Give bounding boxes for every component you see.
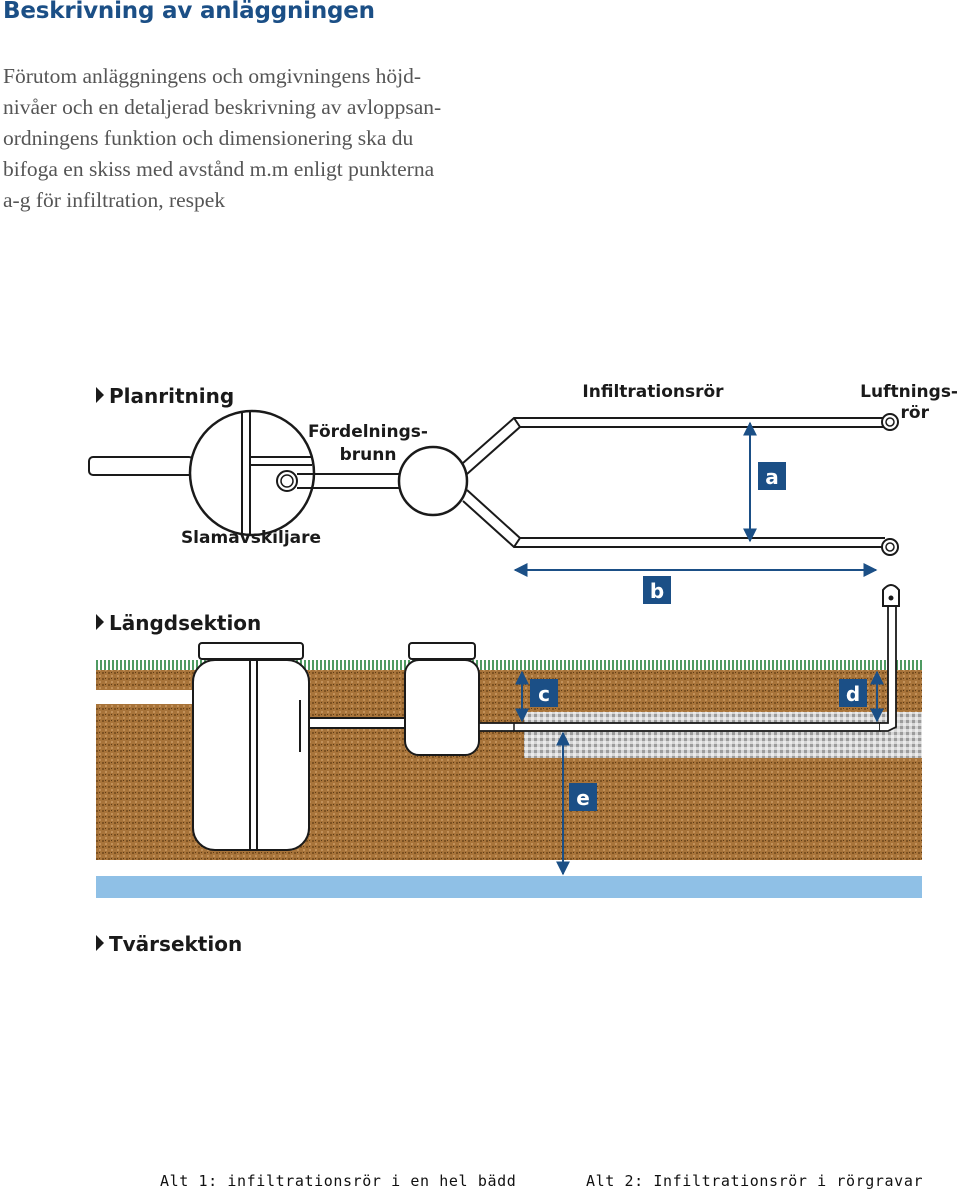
page-title: Beskrivning av anläggningen bbox=[3, 0, 375, 24]
dimension-badge-b: b bbox=[643, 576, 671, 604]
intro-line: ordningens funktion och dimensionering s… bbox=[3, 126, 414, 150]
infiltration-pipe-section bbox=[478, 722, 881, 732]
vent-pipe-top-icon bbox=[881, 413, 899, 431]
section-title-cross: Tvärsektion bbox=[109, 932, 242, 956]
septic-tank-plan bbox=[188, 409, 316, 537]
dimension-badge-c: c bbox=[530, 679, 558, 707]
intro-line: Förutom anläggningens och omgivningens h… bbox=[3, 64, 422, 88]
section-cross: Tvärsektion bbox=[96, 932, 242, 956]
intro-paragraph: Förutom anläggningens och omgivningens h… bbox=[3, 61, 523, 216]
label-distribution-well-2: brunn bbox=[340, 445, 397, 465]
caption-alt-1: Alt 1: infiltrationsrör i en hel bädd bbox=[160, 1172, 517, 1190]
section-arrow-icon bbox=[96, 935, 104, 951]
caption-alt-2: Alt 2: Infiltrationsrör i rörgravar bbox=[586, 1172, 924, 1190]
section-longitudinal: Längdsektion bbox=[96, 584, 922, 898]
dimension-badge-e: e bbox=[569, 783, 597, 811]
section-arrow-icon bbox=[96, 614, 104, 630]
section-arrow-icon bbox=[96, 387, 104, 403]
section-title-plan: Planritning bbox=[109, 384, 234, 408]
label-septic-tank: Slamavskiljare bbox=[181, 528, 321, 548]
grass-layer bbox=[96, 660, 922, 670]
svg-text:e: e bbox=[576, 786, 590, 810]
intro-line: bifoga en skiss med avstånd m.m enligt p… bbox=[3, 157, 435, 181]
vent-pipe-section bbox=[880, 584, 900, 732]
dimension-badge-a: a bbox=[758, 462, 786, 490]
vent-pipe-bottom-icon bbox=[881, 538, 899, 556]
label-vent-pipe-2: rör bbox=[901, 403, 930, 423]
gravel-bed bbox=[524, 712, 922, 758]
distribution-well-section bbox=[404, 642, 480, 756]
svg-text:b: b bbox=[650, 579, 664, 603]
dimension-badge-d: d bbox=[839, 679, 867, 707]
label-vent-pipe: Luftnings- bbox=[860, 382, 958, 402]
section-title-longitudinal: Längdsektion bbox=[109, 611, 261, 635]
distribution-well-plan bbox=[397, 445, 469, 517]
septic-tank-section bbox=[192, 642, 310, 851]
label-distribution-well: Fördelnings- bbox=[308, 422, 428, 442]
intro-line: nivåer och en detaljerad beskrivning av … bbox=[3, 95, 442, 119]
svg-text:a: a bbox=[765, 465, 779, 489]
svg-text:d: d bbox=[846, 682, 860, 706]
section-plan: Planritning bbox=[88, 382, 958, 556]
inlet-pipe bbox=[88, 456, 194, 476]
infiltration-pipes-plan bbox=[462, 417, 885, 548]
label-infiltration-pipe: Infiltrationsrör bbox=[582, 382, 724, 402]
connecting-pipe-section bbox=[309, 717, 407, 729]
intro-line: a-g för infiltration, respek bbox=[3, 188, 226, 212]
groundwater-level bbox=[96, 876, 922, 898]
svg-text:c: c bbox=[538, 682, 550, 706]
connecting-pipe bbox=[297, 473, 402, 489]
